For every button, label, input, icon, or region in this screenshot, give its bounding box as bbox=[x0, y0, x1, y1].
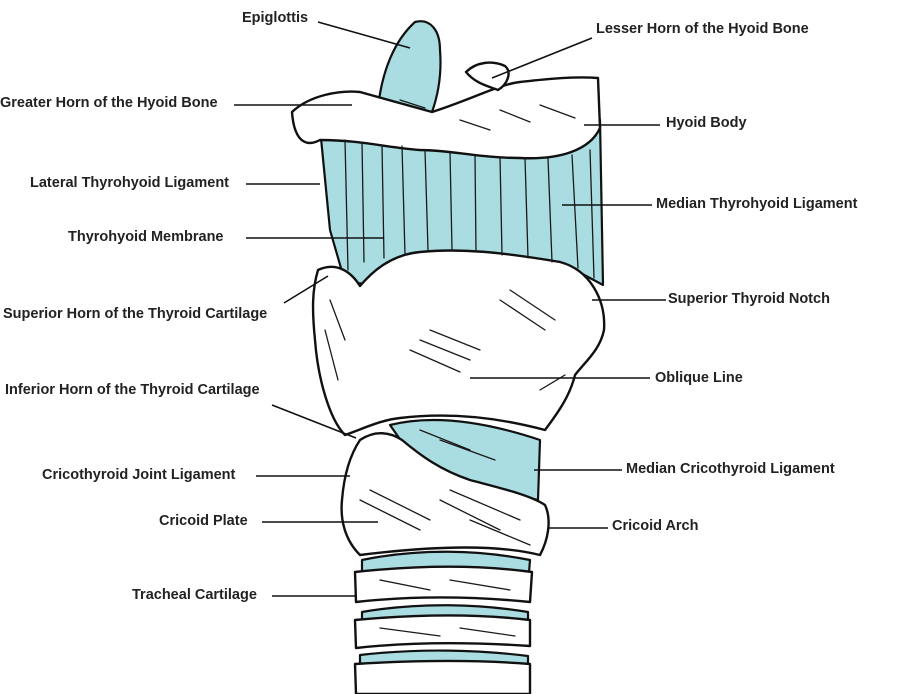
thyroid-cartilage-shape bbox=[311, 249, 606, 437]
label-median-cricothyroid-ligament: Median Cricothyroid Ligament bbox=[626, 461, 835, 477]
lesser-horn-shape bbox=[464, 61, 510, 92]
label-lateral-thyrohyoid-ligament: Lateral Thyrohyoid Ligament bbox=[30, 175, 229, 191]
membrane-hatching bbox=[344, 139, 595, 279]
tracheal-ring-1 bbox=[353, 565, 534, 604]
label-tracheal-cartilage: Tracheal Cartilage bbox=[132, 587, 257, 603]
label-superior-thyroid-notch: Superior Thyroid Notch bbox=[668, 291, 830, 307]
leader-lines bbox=[234, 21, 666, 597]
label-hyoid-body: Hyoid Body bbox=[666, 115, 747, 131]
label-median-thyrohyoid-ligament: Median Thyrohyoid Ligament bbox=[656, 196, 858, 212]
leader-epiglottis bbox=[317, 21, 411, 49]
label-cricoid-arch: Cricoid Arch bbox=[612, 518, 699, 534]
epiglottis-shape bbox=[376, 20, 442, 114]
label-lesser-horn-hyoid: Lesser Horn of the Hyoid Bone bbox=[596, 21, 809, 37]
label-oblique-line: Oblique Line bbox=[655, 370, 743, 386]
cricoid-cartilage-shape bbox=[340, 432, 550, 557]
leader-lesser-horn bbox=[491, 37, 593, 79]
label-cricothyroid-joint-ligament: Cricothyroid Joint Ligament bbox=[42, 467, 236, 483]
label-inferior-horn-thyroid: Inferior Horn of the Thyroid Cartilage bbox=[5, 382, 260, 398]
label-cricoid-plate: Cricoid Plate bbox=[159, 513, 248, 529]
label-superior-horn-thyroid: Superior Horn of the Thyroid Cartilage bbox=[3, 306, 268, 322]
leader-inferior-horn bbox=[271, 404, 357, 439]
label-greater-horn-hyoid: Greater Horn of the Hyoid Bone bbox=[0, 95, 218, 111]
tracheal-ring-3 bbox=[353, 659, 532, 694]
label-thyrohyoid-membrane: Thyrohyoid Membrane bbox=[68, 229, 224, 245]
hyoid-body-shape bbox=[290, 76, 602, 160]
cartilage-hatching bbox=[324, 99, 576, 637]
tracheal-ring-2 bbox=[353, 614, 532, 650]
label-epiglottis: Epiglottis bbox=[242, 10, 309, 26]
leader-superior-horn bbox=[283, 275, 329, 304]
